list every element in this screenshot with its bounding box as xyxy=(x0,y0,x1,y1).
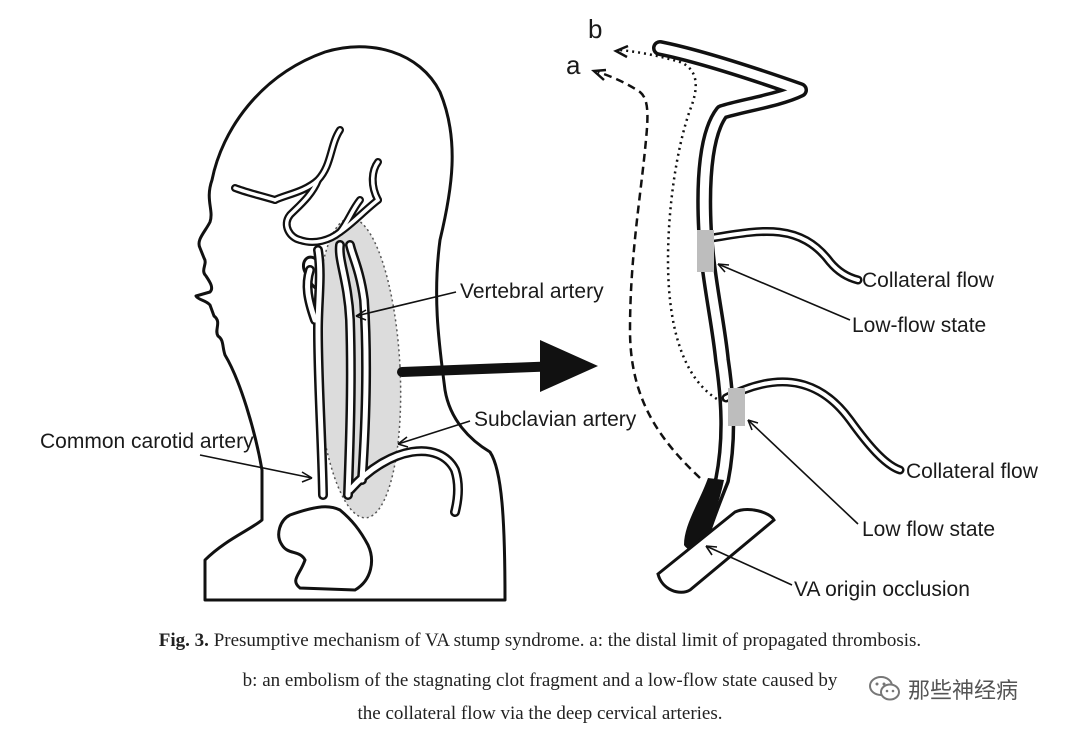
vertebral-artery-detail xyxy=(652,40,905,548)
label-vertebral-artery: Vertebral artery xyxy=(460,280,604,303)
label-low-flow-state-upper: Low-flow state xyxy=(852,314,986,337)
label-path-a: a xyxy=(566,50,581,80)
figure-caption-line1: Fig. 3. Presumptive mechanism of VA stum… xyxy=(0,630,1080,652)
watermark: 那些神经病 xyxy=(868,672,1018,706)
label-collateral-flow-lower: Collateral flow xyxy=(906,460,1039,483)
aortic-arch xyxy=(277,505,373,592)
figure-caption-line2: b: an embolism of the stagnating clot fr… xyxy=(0,670,1080,692)
watermark-text: 那些神经病 xyxy=(908,679,1019,704)
path-b-dotted xyxy=(619,48,723,404)
transition-arrow xyxy=(397,340,598,392)
path-a-dashed xyxy=(597,70,701,479)
label-path-b: b xyxy=(588,14,602,44)
low-flow-segment-lower xyxy=(728,388,745,426)
caption-text-3: the collateral flow via the deep cervica… xyxy=(357,703,723,724)
label-subclavian-artery: Subclavian artery xyxy=(474,408,637,431)
caption-text-2: b: an embolism of the stagnating clot fr… xyxy=(242,670,838,691)
label-low-flow-state-lower: Low flow state xyxy=(862,518,995,541)
path-a-arrowhead xyxy=(591,68,607,81)
figure-caption-line3: the collateral flow via the deep cervica… xyxy=(0,703,1080,725)
caption-text-1: Presumptive mechanism of VA stump syndro… xyxy=(213,630,922,651)
leader-lines xyxy=(199,263,859,586)
figure-number: Fig. 3. xyxy=(158,630,209,651)
low-flow-segment-upper xyxy=(697,230,714,272)
occlusion-thrombus xyxy=(684,478,724,551)
label-collateral-flow-upper: Collateral flow xyxy=(862,269,995,292)
path-b-arrowhead xyxy=(613,44,629,59)
neck-vessels xyxy=(302,240,463,517)
label-common-carotid-artery: Common carotid artery xyxy=(40,430,254,453)
label-va-origin-occlusion: VA origin occlusion xyxy=(794,578,970,601)
wechat-icon xyxy=(869,676,900,701)
